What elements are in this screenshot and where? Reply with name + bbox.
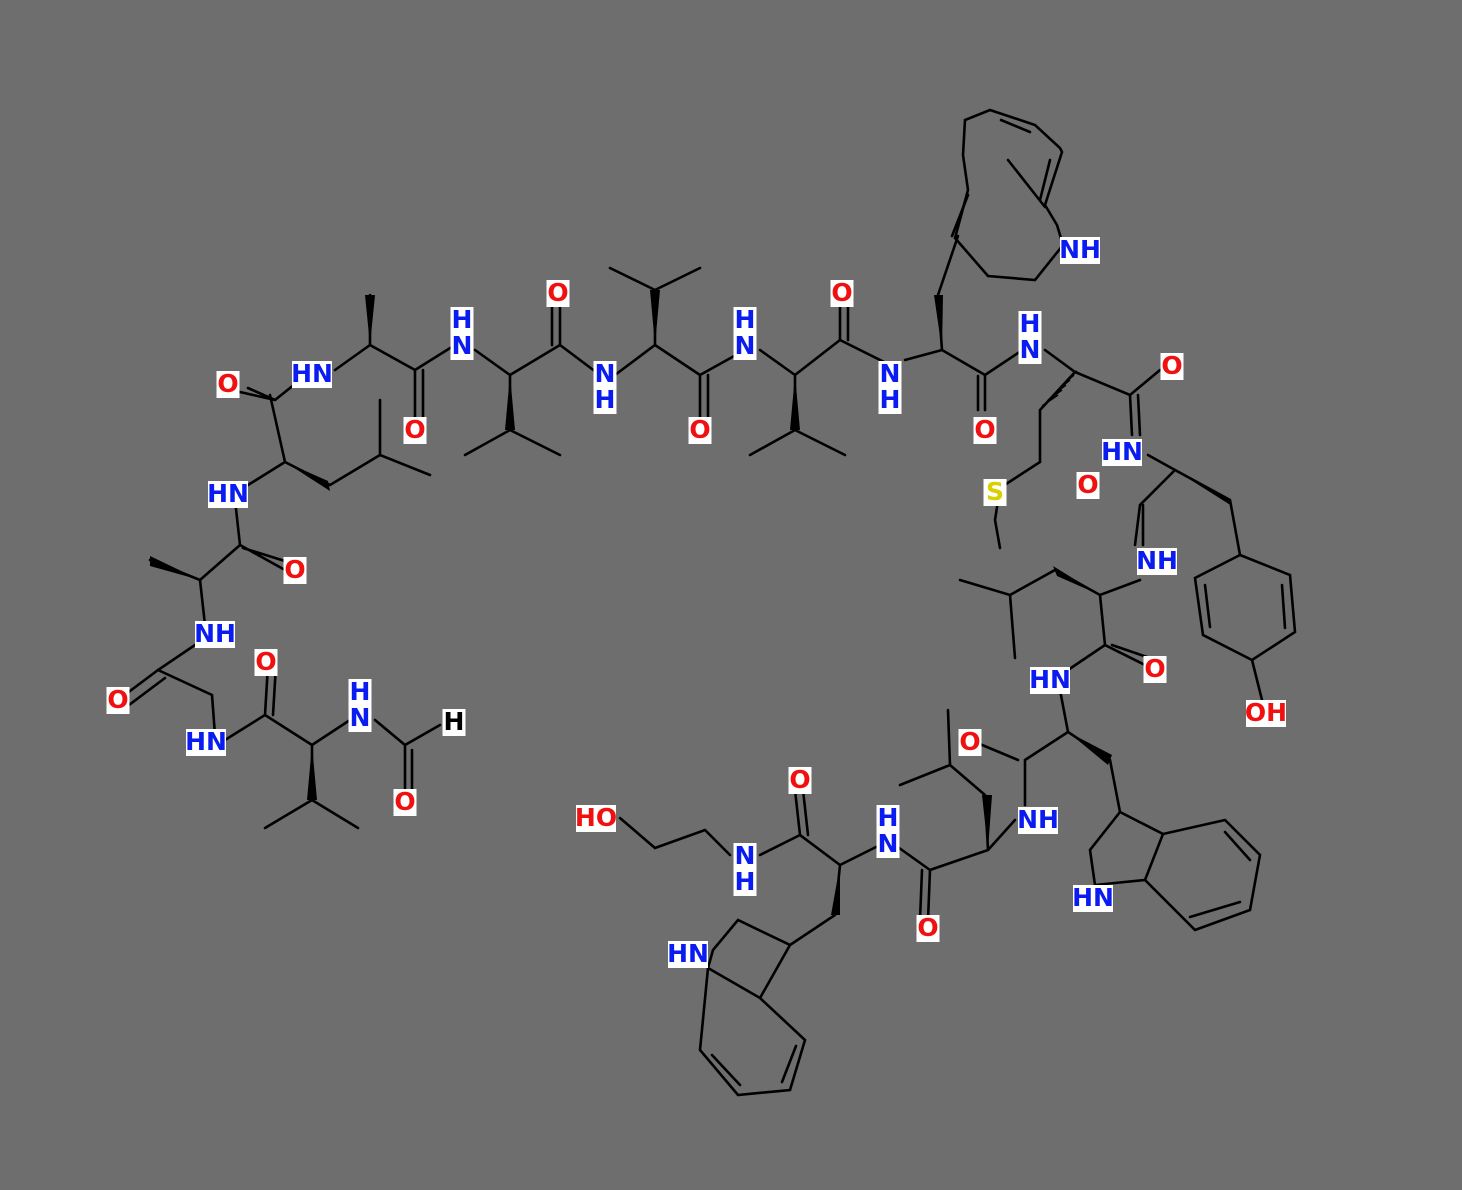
atom-label-background: [442, 709, 466, 736]
atom-label: HN: [1072, 883, 1114, 912]
atom-label: HN: [1101, 437, 1143, 466]
atom-label: O: [689, 415, 710, 444]
atom-label-background: [1137, 548, 1177, 575]
atom-label: N: [878, 829, 899, 858]
atom-label: O: [974, 415, 995, 444]
atom-label: O: [107, 685, 128, 714]
atom-label-background: [876, 805, 900, 832]
atom-label-background: [1018, 311, 1042, 338]
atom-label-background: [195, 621, 235, 648]
stereo-bonds: [150, 290, 1232, 915]
atom-label: O: [394, 787, 415, 816]
atom-label-background: [216, 371, 240, 398]
atom-label-background: [254, 649, 278, 676]
atom-label: H: [880, 385, 901, 414]
atom-label: O: [404, 415, 425, 444]
atom-label: O: [831, 278, 852, 307]
atom-label-background: [450, 307, 474, 334]
atom-label-background: [1073, 885, 1113, 912]
atom-label-background: [878, 361, 902, 388]
atom-label-background: [1246, 700, 1286, 727]
atom-label-background: [593, 387, 617, 414]
atom-label-background: [1018, 337, 1042, 364]
atom-label-background: [1102, 439, 1142, 466]
atom-label: NH: [1136, 546, 1178, 575]
atom-label: H: [1020, 309, 1041, 338]
atom-label: O: [1077, 470, 1098, 499]
atom-label: NH: [1059, 235, 1101, 264]
atom-label: NH: [1017, 805, 1059, 834]
atom-label: O: [284, 555, 305, 584]
atom-label: HN: [185, 727, 227, 756]
atom-label-background: [348, 679, 372, 706]
atom-label: O: [1144, 654, 1165, 683]
atom-label: O: [547, 278, 568, 307]
atom-label: N: [452, 331, 473, 360]
atom-label-background: [916, 915, 940, 942]
atom-label-background: [208, 481, 248, 508]
atom-label: H: [735, 867, 756, 896]
atom-label: O: [959, 727, 980, 756]
atom-label: N: [735, 841, 756, 870]
atom-label: S: [986, 477, 1004, 506]
atom-label-background: [668, 941, 708, 968]
atom-label-background: [983, 479, 1007, 506]
atom-label: H: [452, 305, 473, 334]
atom-label-background: [788, 767, 812, 794]
atom-label-background: [1060, 237, 1100, 264]
atom-label-background: [348, 705, 372, 732]
atom-label-background: [593, 361, 617, 388]
atom-label: O: [789, 765, 810, 794]
atom-label: H: [878, 803, 899, 832]
atom-label-background: [186, 729, 226, 756]
atom-label-background: [733, 333, 757, 360]
atom-label: H: [735, 305, 756, 334]
atom-label-background: [393, 789, 417, 816]
atom-label-background: [830, 280, 854, 307]
atom-label: H: [444, 707, 465, 736]
atom-label: H: [350, 677, 371, 706]
atom-label-background: [1143, 656, 1167, 683]
atom-label-background: [733, 843, 757, 870]
atom-label-background: [958, 729, 982, 756]
atom-label-background: [546, 280, 570, 307]
atom-label: H: [595, 385, 616, 414]
atom-label: N: [350, 703, 371, 732]
atom-label: N: [595, 359, 616, 388]
atom-label: OH: [1245, 698, 1287, 727]
atom-label: N: [880, 359, 901, 388]
atom-label-background: [1076, 472, 1100, 499]
atom-labels: NH O H N O HN O S NH OH HN O O NH HN N H…: [106, 235, 1287, 968]
atom-label: HN: [207, 479, 249, 508]
atom-label: HN: [1029, 665, 1071, 694]
atom-label-background: [106, 687, 130, 714]
atom-label-background: [1030, 667, 1070, 694]
atom-label: O: [217, 369, 238, 398]
atom-label-background: [688, 417, 712, 444]
atom-label: O: [917, 913, 938, 942]
atom-label: NH: [194, 619, 236, 648]
atom-label: HO: [575, 803, 617, 832]
atom-label-background: [403, 417, 427, 444]
atom-label-background: [576, 805, 616, 832]
atom-label-background: [876, 831, 900, 858]
atom-label: O: [255, 647, 276, 676]
atom-label-background: [733, 869, 757, 896]
atom-label-background: [733, 307, 757, 334]
atom-label-background: [973, 417, 997, 444]
atom-label-background: [1018, 807, 1058, 834]
atom-label-background: [878, 387, 902, 414]
atom-label-background: [450, 333, 474, 360]
atom-label: N: [1020, 335, 1041, 364]
atom-label-background: [292, 361, 332, 388]
atom-label-background: [1160, 353, 1184, 380]
hashed-stereo-bond: [1041, 370, 1078, 407]
atom-label: HN: [291, 359, 333, 388]
atom-label: O: [1161, 351, 1182, 380]
atom-label: N: [735, 331, 756, 360]
atom-label: HN: [667, 939, 709, 968]
atom-label-background: [283, 557, 307, 584]
